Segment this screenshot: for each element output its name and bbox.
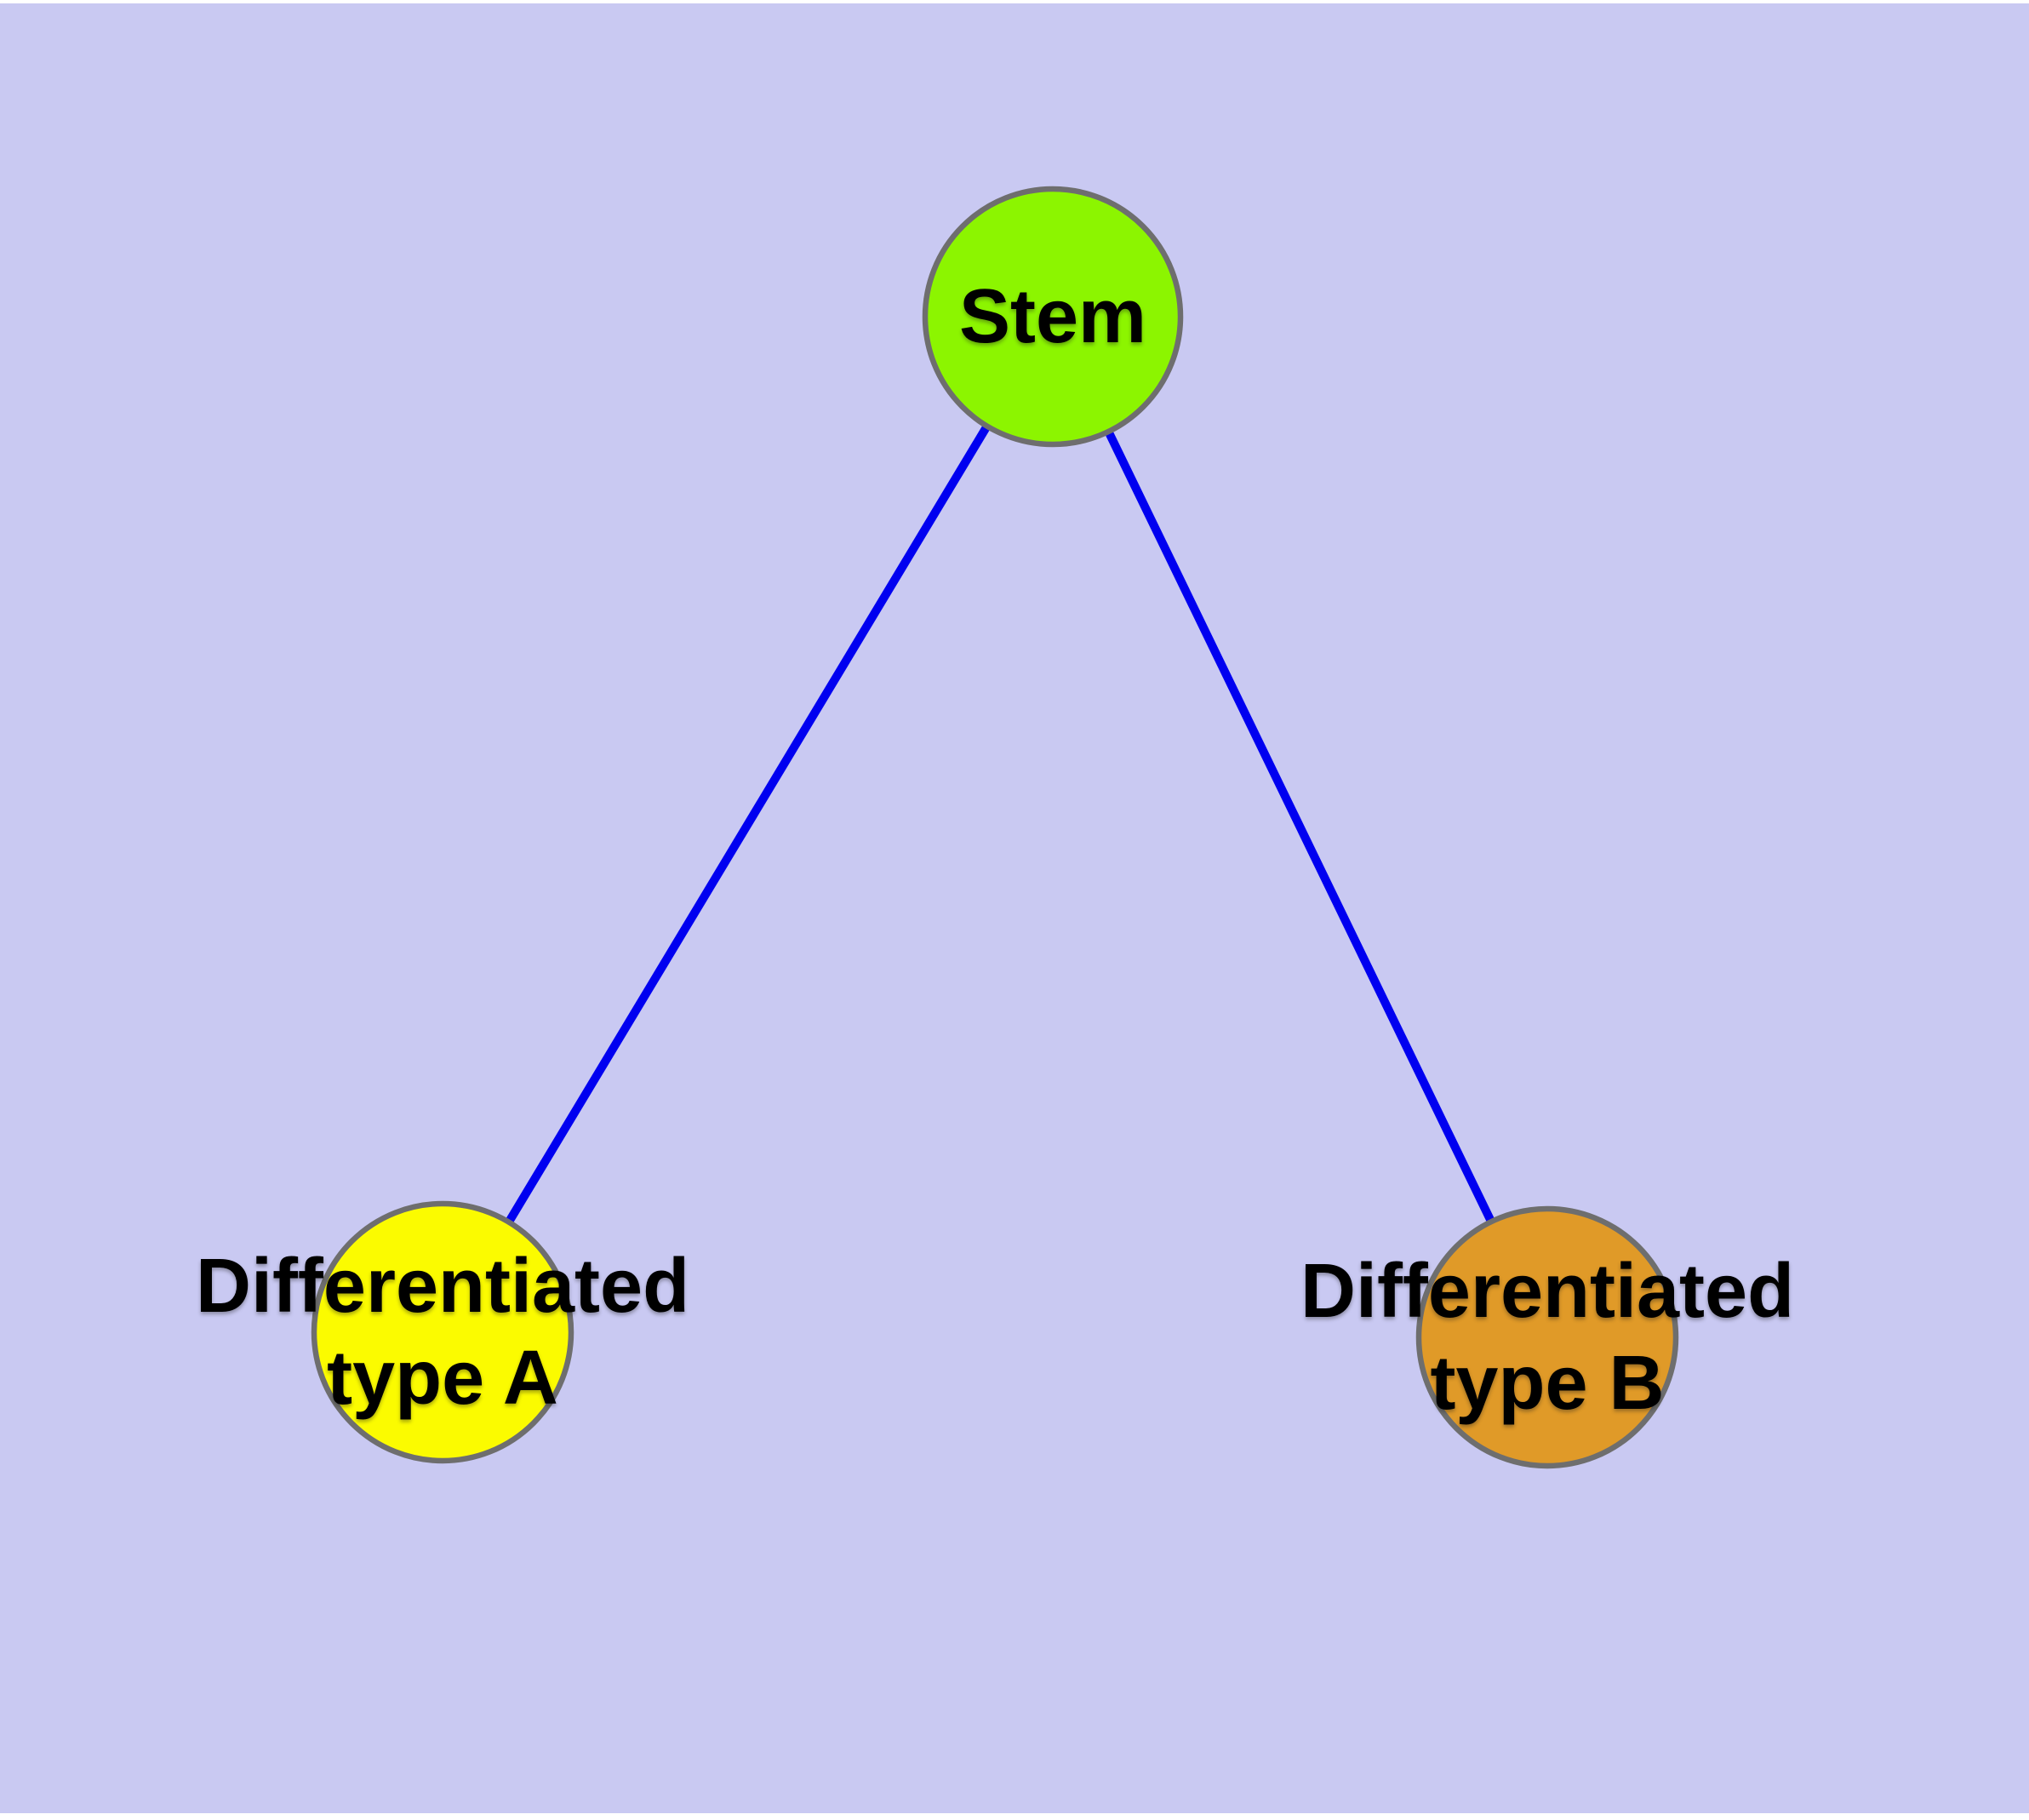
node-stem-circle <box>922 186 1184 448</box>
edge-stem-to-type-a <box>438 314 1057 1335</box>
node-differentiated-type-b-circle <box>1415 1205 1679 1469</box>
edge-stem-to-type-b <box>1049 314 1552 1340</box>
node-differentiated-type-a-circle <box>311 1200 574 1464</box>
